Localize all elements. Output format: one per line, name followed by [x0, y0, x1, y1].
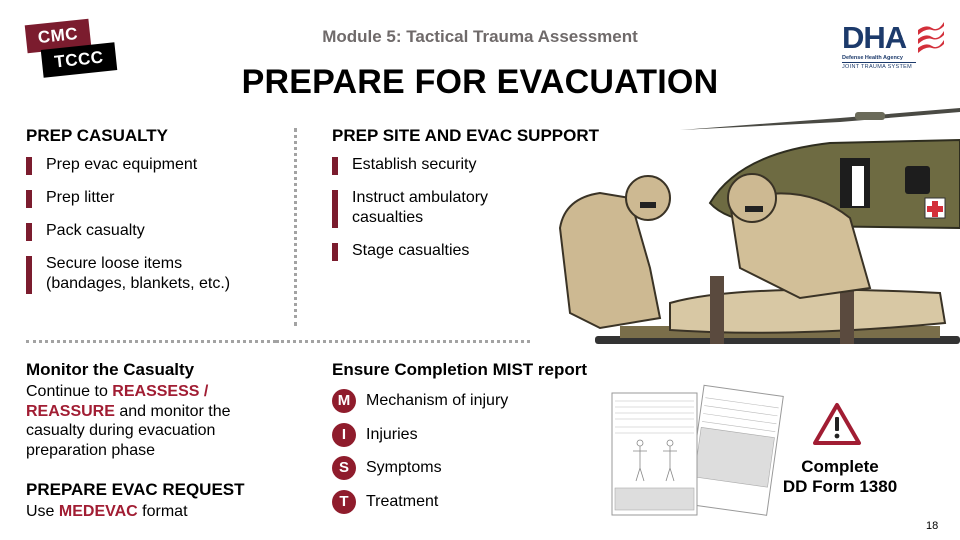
- bullet-bar-icon: [332, 190, 338, 228]
- dha-subtitle-jts: JOINT TRAUMA SYSTEM: [842, 64, 912, 70]
- list-item: Pack casualty: [26, 221, 286, 241]
- evac-request-heading: PREPARE EVAC REQUEST: [26, 480, 245, 499]
- evac-request-text: Use MEDEVAC format: [26, 503, 188, 520]
- list-item: Stage casualties: [332, 241, 532, 261]
- vertical-divider: [294, 128, 297, 326]
- bullet-bar-icon: [26, 190, 32, 208]
- reassess-highlight: REASSESS / REASSURE: [26, 383, 209, 420]
- medevac-highlight: MEDEVAC: [58, 503, 138, 520]
- list-item: Instruct ambulatory casualties: [332, 188, 517, 228]
- letter-s-icon: S: [332, 456, 356, 480]
- star-icon: ★: [900, 28, 912, 43]
- list-item: Secure loose items (bandages, blankets, …: [26, 254, 266, 294]
- mist-heading: Ensure Completion MIST report: [332, 360, 588, 379]
- warning-triangle-icon: [813, 403, 861, 445]
- list-item: Prep litter: [26, 188, 286, 208]
- dha-subtitle-agency: Defense Health Agency: [842, 55, 916, 63]
- prep-casualty-heading: PREP CASUALTY: [26, 126, 169, 145]
- module-title: Module 5: Tactical Trauma Assessment: [322, 27, 638, 46]
- horizontal-divider: [276, 340, 530, 343]
- dha-letters: DHA: [842, 20, 907, 55]
- complete-form-callout: Complete DD Form 1380: [782, 457, 898, 496]
- prep-site-list: Establish security Instruct ambulatory c…: [332, 155, 532, 274]
- horizontal-divider: [26, 340, 276, 343]
- list-item: Prep evac equipment: [26, 155, 286, 175]
- letter-i-icon: I: [332, 422, 356, 447]
- flag-stripes-icon: [918, 22, 944, 53]
- page-number: 18: [926, 520, 939, 532]
- prep-site-heading: PREP SITE AND EVAC SUPPORT: [332, 126, 600, 145]
- monitor-text: Continue to REASSESS / REASSURE and moni…: [26, 383, 231, 459]
- bullet-bar-icon: [26, 256, 32, 294]
- bullet-bar-icon: [332, 157, 338, 175]
- evacuation-illustration: [558, 108, 960, 344]
- bullet-bar-icon: [332, 243, 338, 261]
- list-item: Establish security: [332, 155, 532, 175]
- monitor-heading: Monitor the Casualty: [26, 360, 195, 379]
- page-title: PREPARE FOR EVACUATION: [241, 63, 719, 101]
- dd-form-1380-image: [611, 384, 784, 516]
- prep-casualty-list: Prep evac equipment Prep litter Pack cas…: [26, 155, 286, 307]
- letter-t-icon: T: [332, 489, 356, 514]
- letter-m-icon: M: [332, 389, 356, 413]
- bullet-bar-icon: [26, 223, 32, 241]
- bullet-bar-icon: [26, 157, 32, 175]
- dha-logo: DHA ★ Defense Health Agency JOINT TRAUMA…: [840, 20, 950, 75]
